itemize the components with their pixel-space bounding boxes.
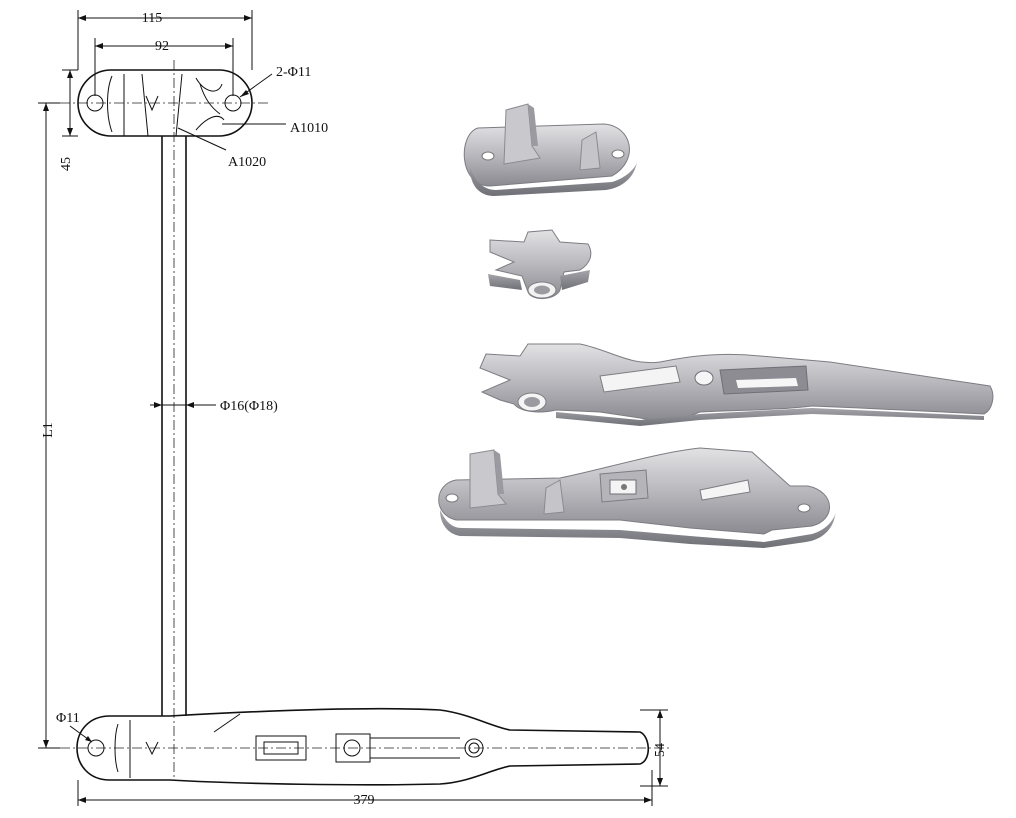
- render-top-plate: [463, 103, 638, 196]
- centerlines: [60, 60, 672, 780]
- dim-92: 92: [155, 39, 169, 54]
- dim-rod-diameter: Φ16(Φ18): [220, 399, 278, 414]
- part-code-a1020: A1020: [228, 155, 266, 170]
- dim-45: 45: [59, 157, 74, 171]
- dim-top-holes: 2-Φ11: [276, 65, 311, 80]
- dim-54: 54: [653, 743, 668, 757]
- dimension-labels: 115 92 2-Φ11 A1010 A1020 45 L1 Φ16(Φ18) …: [41, 11, 668, 808]
- part-code-a1010: A1010: [290, 121, 328, 136]
- dim-379: 379: [354, 793, 375, 808]
- render-bracket-base: [438, 447, 836, 548]
- dimension-lines: [38, 10, 668, 806]
- vertical-rod: [161, 136, 187, 716]
- render-long-lever: [479, 343, 994, 426]
- bottom-lever: [76, 707, 650, 786]
- dim-l1: L1: [41, 422, 56, 438]
- bottom-right-hole: [464, 738, 484, 758]
- component-renders: [438, 103, 994, 548]
- bottom-left-hole: [87, 739, 105, 757]
- dim-115: 115: [142, 11, 162, 26]
- render-yoke: [488, 229, 592, 299]
- orthographic-view: 115 92 2-Φ11 A1010 A1020 45 L1 Φ16(Φ18) …: [38, 10, 672, 808]
- dim-bottom-hole: Φ11: [56, 711, 80, 726]
